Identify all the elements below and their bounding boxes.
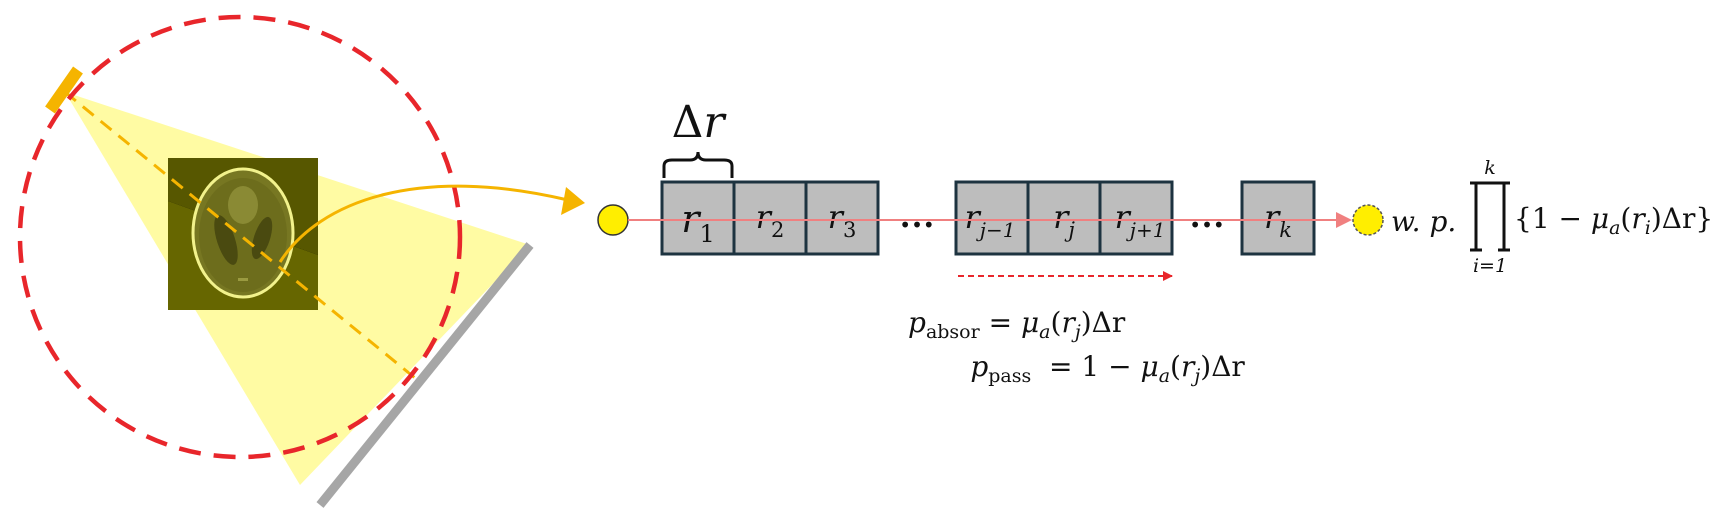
x-ray-source-icon [45,66,83,114]
field-of-view-circle [17,14,463,460]
delta-r-label: Δr [672,97,728,148]
cell-rj+1 [1098,180,1174,256]
product-body: {1 − μa(ri)Δr} [1514,202,1713,239]
central-ray [64,90,416,380]
zoom-arrow [278,184,569,263]
cell-label-rk: rk [1264,198,1292,242]
cell-label-rj-1: rj−1 [965,198,1016,242]
photon-start [597,204,629,236]
cell-label-r3: r3 [828,198,857,242]
detector-panel-icon [316,242,534,508]
cell-rj-1 [954,180,1030,256]
cell-r3 [804,180,880,256]
product-upper-limit: k [1484,157,1496,179]
delta-r-brace [662,151,734,178]
eq-pass: ppass = 1 − μa(rj)Δr [908,350,1289,387]
product-symbol [1470,181,1510,252]
wp-label: w. p. [1391,205,1456,238]
cell-r2 [732,180,808,256]
eq-absorb: pabsor = μa(rj)Δr [908,306,1126,343]
product-formula: w. p. k i=1 {1 − μa(ri)Δr} [1391,157,1713,277]
cell-rk [1240,180,1316,256]
cell-label-rj+1: rj+1 [1115,198,1166,242]
cell-label-rj: rj [1053,198,1075,242]
discretized-path: ••• ••• r1 r2 r3 rj−1 rj rj+1 rk Δr [597,97,1384,281]
cell-r1 [660,180,736,256]
probability-equations: pabsor = μa(rj)Δr ppass = 1 − μa(rj)Δr [908,306,1289,387]
shepp-logan-phantom-icon [168,158,318,310]
ellipsis-2: ••• [1189,213,1224,237]
cell-rj [1026,180,1102,256]
product-lower-limit: i=1 [1473,255,1507,277]
zoom-arrow-head [561,187,585,215]
photon-end [1352,204,1384,236]
ray-arrow-head [1336,212,1352,228]
ellipsis-1: ••• [899,213,934,237]
cell-label-r2: r2 [756,198,785,242]
scanner-geometry [17,14,585,508]
